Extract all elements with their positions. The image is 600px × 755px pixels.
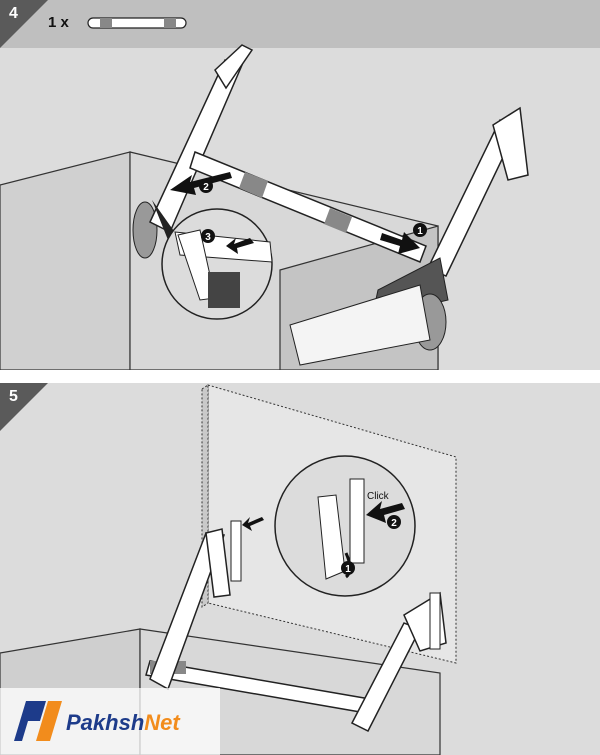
marker-2-label: 2 — [391, 518, 397, 529]
left-lift-mechanism — [132, 201, 158, 259]
marker-2: 2 — [387, 515, 401, 529]
right-fixing-bracket — [429, 592, 441, 650]
step-number: 4 — [9, 5, 18, 22]
pakhshnet-watermark: PakhshNet — [0, 688, 220, 755]
marker-1: 1 — [413, 223, 427, 237]
insert-arrow-right — [380, 232, 420, 254]
marker-3-label: 3 — [205, 232, 211, 243]
front-fixing-bracket — [230, 517, 264, 582]
wordmark-part-2: Net — [144, 710, 180, 735]
right-lift-arm — [426, 106, 529, 277]
marker-2: 2 — [199, 179, 213, 193]
marker-3: 3 — [201, 229, 215, 243]
detail-callout: Click 1 2 — [274, 455, 416, 597]
step-badge-triangle — [0, 0, 48, 48]
step-badge-triangle — [0, 383, 48, 431]
detail-callout: 3 — [152, 200, 273, 320]
right-lift-mechanism — [289, 257, 449, 366]
step-number: 5 — [9, 388, 18, 405]
step-4-illustration: 1 2 3 — [0, 17, 529, 370]
pakhshnet-logo-icon — [14, 701, 62, 741]
wordmark-part-1: Pakhsh — [66, 710, 145, 735]
left-lift-arm — [149, 528, 231, 691]
step-5-illustration: Click 1 2 — [0, 384, 457, 755]
step-4-panel: 4 1 x — [0, 0, 600, 370]
part-quantity: 1 x — [48, 14, 69, 31]
pakhshnet-wordmark: PakhshNet — [66, 710, 180, 736]
marker-1-label: 1 — [345, 564, 351, 575]
connecting-rod-part-icon — [87, 17, 187, 29]
connecting-rod — [189, 150, 427, 263]
click-label: Click — [367, 491, 390, 502]
marker-2-label: 2 — [203, 182, 209, 193]
marker-1: 1 — [341, 561, 355, 575]
marker-1-label: 1 — [417, 226, 423, 237]
